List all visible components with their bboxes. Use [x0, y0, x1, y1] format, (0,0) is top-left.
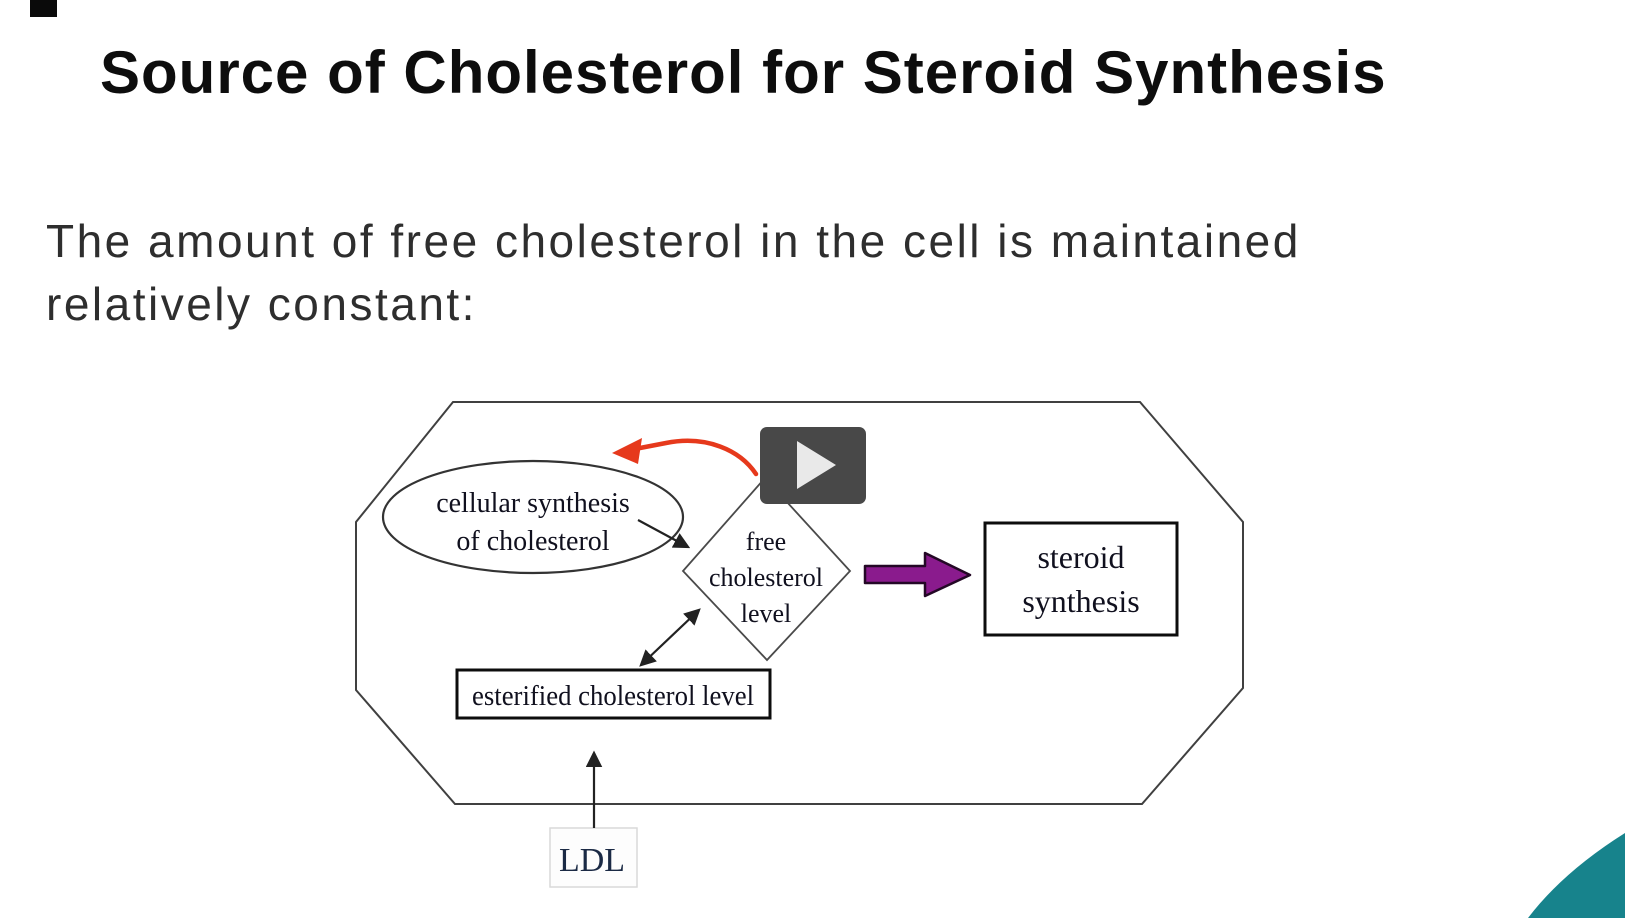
free-cholesterol-label-line1: free	[746, 527, 786, 556]
cellular-synthesis-ellipse	[381, 459, 685, 575]
play-button[interactable]	[760, 427, 866, 504]
subtitle-line-2: relatively constant:	[46, 278, 477, 330]
free-cholesterol-label-line2: cholesterol	[709, 563, 823, 592]
free-cholesterol-label-line3: level	[741, 599, 792, 628]
play-icon[interactable]	[797, 441, 836, 489]
red-feedback-arrow	[637, 438, 759, 477]
steroid-synthesis-label-line2: synthesis	[1022, 583, 1139, 619]
corner-mark	[30, 0, 57, 17]
subtitle-line-1: The amount of free cholesterol in the ce…	[46, 215, 1301, 267]
slide-subtitle: The amount of free cholesterol in the ce…	[46, 210, 1301, 336]
esterified-cholesterol-label: esterified cholesterol level	[472, 681, 754, 712]
cellular-synthesis-label-line2: of cholesterol	[456, 526, 609, 557]
ldl-label: LDL	[559, 842, 625, 879]
arrow-synthesis-to-free	[637, 519, 691, 549]
steroid-synthesis-label-line1: steroid	[1037, 539, 1124, 575]
arrow-esterified-to-free	[639, 608, 701, 667]
ldl-box	[549, 827, 638, 888]
page-title: Source of Cholesterol for Steroid Synthe…	[100, 39, 1387, 106]
purple-flow-arrow	[863, 551, 972, 598]
red-feedback-arrowhead	[612, 438, 642, 464]
esterified-cholesterol-box	[455, 668, 772, 720]
free-cholesterol-diamond	[681, 476, 852, 662]
cellular-synthesis-label-line1: cellular synthesis	[436, 488, 630, 519]
teal-corner-accent	[1528, 833, 1625, 918]
steroid-synthesis-box	[983, 521, 1179, 637]
